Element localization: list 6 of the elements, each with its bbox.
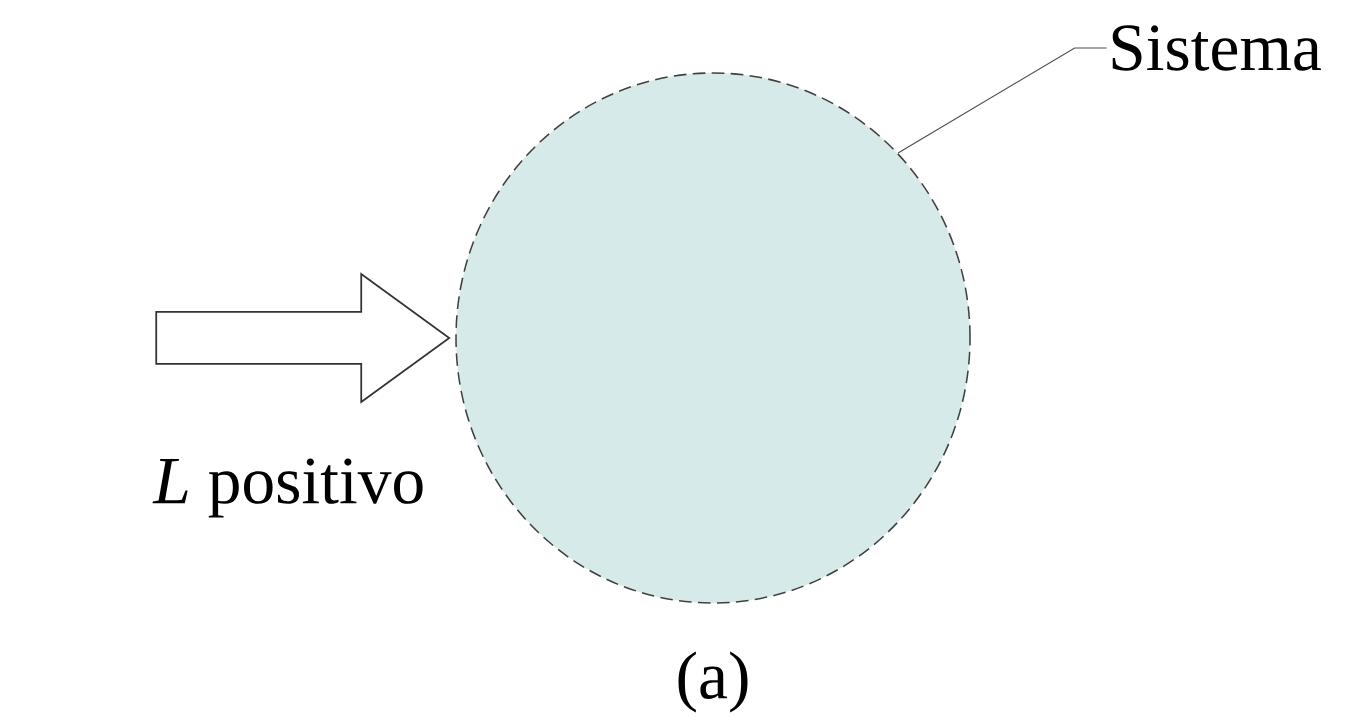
- block-arrow: [155, 272, 451, 404]
- caption: (a): [678, 651, 748, 713]
- system-boundary: [455, 72, 971, 604]
- edge-label: L positivo: [152, 458, 423, 518]
- leader-line: [897, 47, 1108, 154]
- system-label: Sistema: [1112, 25, 1321, 71]
